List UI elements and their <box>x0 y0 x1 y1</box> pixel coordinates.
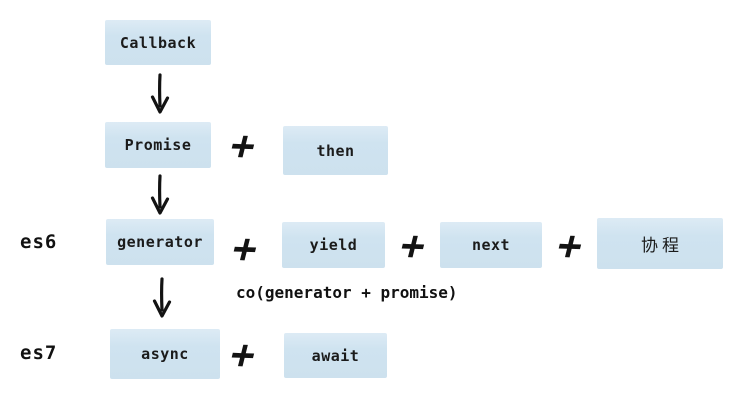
node-next: next <box>440 222 542 268</box>
node-then: then <box>283 126 388 175</box>
plus-sign: + <box>552 222 588 270</box>
row-label-es6: es6 <box>20 231 58 253</box>
node-coroutine: 协程 <box>597 218 723 269</box>
arrow-down-icon <box>150 174 170 215</box>
node-promise: Promise <box>105 122 211 168</box>
plus-sign: + <box>225 331 261 379</box>
node-generator: generator <box>106 219 214 265</box>
plus-sign: + <box>225 122 261 170</box>
plus-sign: + <box>227 225 263 273</box>
arrow-down-icon <box>152 277 172 318</box>
node-callback: Callback <box>105 20 211 65</box>
arrow-down-icon <box>150 73 170 114</box>
node-await: await <box>284 333 387 378</box>
plus-sign: + <box>395 222 431 270</box>
node-yield: yield <box>282 222 385 268</box>
node-async: async <box>110 329 220 379</box>
row-label-es7: es7 <box>20 342 58 364</box>
co-library-annotation: co(generator + promise) <box>236 283 458 302</box>
